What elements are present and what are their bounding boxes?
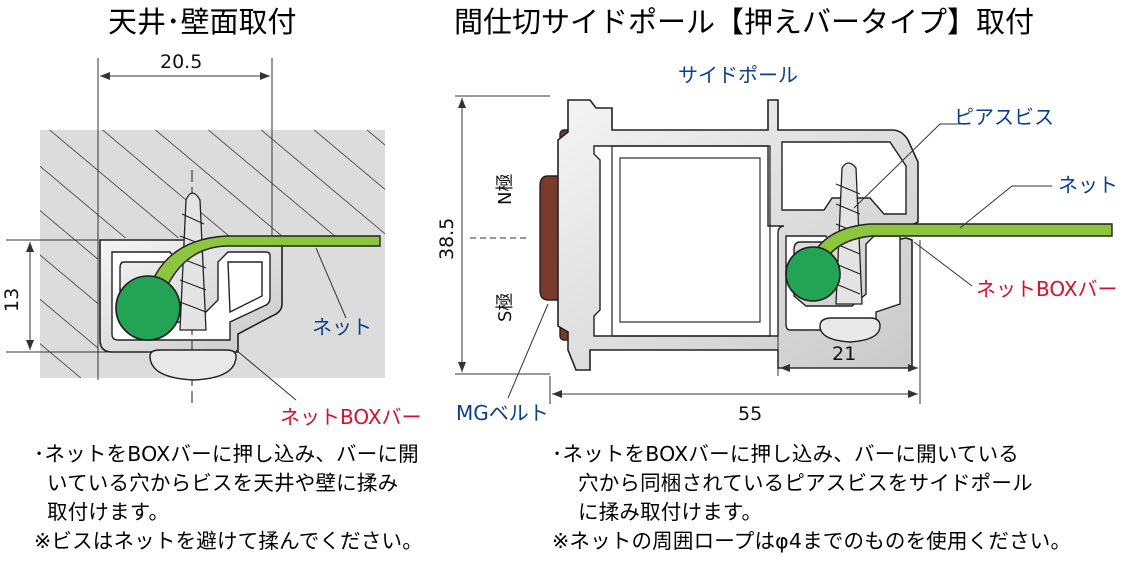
- right-boxbar-leader: [913, 241, 973, 287]
- left-note-line: ※ビスはネットを避けて揉んでください。: [34, 529, 423, 553]
- pier-screw-label: ピアスビス: [954, 105, 1054, 129]
- left-net: [115, 235, 381, 341]
- right-net: [785, 223, 1113, 302]
- right-notes: ･ネットをBOXバーに押し込み、バーに開いている 穴から同梱されているピアスビス…: [552, 440, 1122, 556]
- right-dim-21: 21: [777, 336, 918, 376]
- right-dim-55-label: 55: [738, 403, 762, 425]
- left-note-line: 取付けます。: [47, 500, 170, 524]
- left-title: 天井･壁面取付: [108, 5, 297, 39]
- side-pole-label: サイドポール: [678, 63, 798, 87]
- left-dim-width-label: 20.5: [160, 51, 202, 73]
- left-note-line: ･ネットをBOXバーに押し込み、バーに開: [34, 442, 419, 466]
- left-net-leader: [315, 247, 347, 319]
- side-pole-profile: [557, 99, 919, 371]
- right-dim-21-label: 21: [832, 343, 856, 365]
- left-notes: ･ネットをBOXバーに押し込み、バーに開 いている穴からビスを天井や壁に揉み 取…: [34, 440, 514, 556]
- left-dim-width: 20.5: [97, 51, 273, 380]
- right-title: 間仕切サイドポール【押えバータイプ】取付: [454, 5, 1034, 39]
- pole-n-label: N極: [495, 174, 516, 205]
- left-boxbar-leader: [235, 349, 297, 401]
- right-note-line: ･ネットをBOXバーに押し込み、バーに開いている: [552, 442, 1020, 466]
- pier-screw-leader: [853, 123, 964, 209]
- right-note-line: 穴から同梱されているピアスビスをサイドポール: [578, 471, 1033, 495]
- right-net-label: ネット: [1058, 173, 1118, 197]
- mg-belt-leader: [507, 303, 549, 399]
- right-note-line: に揉み取付けます。: [578, 500, 763, 524]
- right-note-line: ※ネットの周囲ロープはφ4までのものを使用ください。: [552, 529, 1072, 553]
- left-dim-height: 13: [1, 239, 112, 353]
- left-net-label: ネット: [312, 315, 372, 339]
- mg-belt-label: MGベルト: [456, 401, 549, 425]
- right-dim-height: 38.5: [436, 95, 550, 375]
- left-dim-height-label: 13: [1, 288, 23, 312]
- left-screw: [149, 170, 237, 405]
- right-net-leader: [959, 185, 1052, 229]
- right-dim-55: 55: [549, 240, 921, 425]
- pole-s-label: S極: [495, 293, 516, 322]
- left-note-line: いている穴からビスを天井や壁に揉み: [47, 471, 399, 495]
- installation-diagram: 天井･壁面取付 20.5 13 ネット: [1, 5, 1118, 429]
- left-boxbar-label: ネットBOXバー: [280, 405, 422, 429]
- right-dim-height-label: 38.5: [436, 218, 458, 260]
- right-boxbar-label: ネットBOXバー: [976, 277, 1118, 301]
